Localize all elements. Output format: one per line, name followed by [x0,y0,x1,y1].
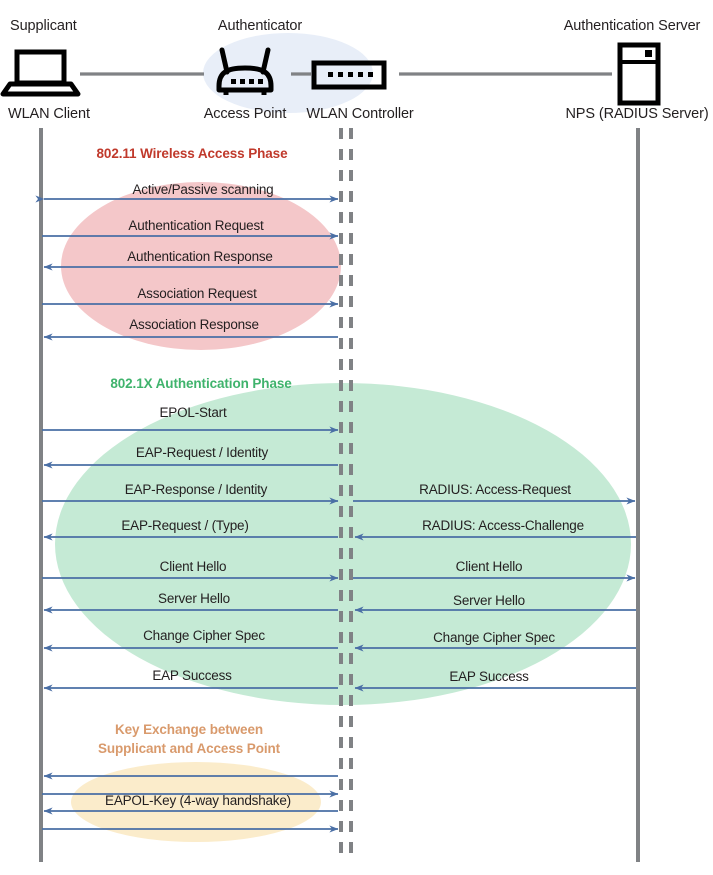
phase-title-key-exchange-line2: Supplicant and Access Point [97,741,281,756]
phase-ellipse-wireless-access [61,182,341,350]
message-label-change-cipher-spec-right: Change Cipher Spec [433,630,555,645]
message-label-epol-start: EPOL-Start [159,405,227,420]
actor-role-supplicant: Supplicant [10,18,77,34]
message-label-client-hello-left: Client Hello [159,559,227,574]
phase-title-wireless-access: 802.11 Wireless Access Phase [96,146,288,161]
actor-device-wlan-client: WLAN Client [8,106,90,122]
message-label-eap-success-left: EAP Success [152,668,232,683]
message-label-eap-success-right: EAP Success [449,669,529,684]
message-label-change-cipher-spec-left: Change Cipher Spec [143,628,265,643]
message-label-server-hello-right: Server Hello [453,593,525,608]
message-label-authentication-response: Authentication Response [127,249,273,264]
message-label-server-hello-left: Server Hello [158,591,230,606]
message-label-eap-response-identity: EAP-Response / Identity [124,482,268,497]
actor-role-authenticator: Authenticator [217,18,303,34]
message-label-eap-request-type: EAP-Request / (Type) [121,518,249,533]
wlan-controller-icon [311,60,387,90]
message-label-association-request: Association Request [137,286,257,301]
message-label-authentication-request: Authentication Request [128,218,264,233]
laptop-icon [0,49,81,97]
message-label-radius-access-challenge: RADIUS: Access-Challenge [422,518,584,533]
server-icon [617,42,661,106]
message-label-radius-access-request: RADIUS: Access-Request [419,482,571,497]
phase-ellipse-dot1x [55,383,631,705]
actor-device-nps-radius-server: NPS (RADIUS Server) [565,106,709,122]
actor-device-wlan-controller: WLAN Controller [306,106,414,122]
message-label-eapol-key-4way-handshake: EAPOL-Key (4-way handshake) [105,793,291,808]
message-label-eap-request-identity: EAP-Request / Identity [135,445,269,460]
message-label-active-passive-scanning: Active/Passive scanning [132,182,274,197]
access-point-icon [216,47,274,95]
phase-title-key-exchange-line1: Key Exchange between [114,722,264,737]
message-label-association-response: Association Response [129,317,259,332]
authenticator-ellipse [203,33,373,113]
message-label-client-hello-right: Client Hello [455,559,523,574]
actor-device-access-point: Access Point [203,106,287,122]
phase-ellipse-key-exchange [71,762,321,842]
actor-role-authentication-server: Authentication Server [563,18,701,34]
phase-title-dot1x: 802.1X Authentication Phase [110,376,292,391]
